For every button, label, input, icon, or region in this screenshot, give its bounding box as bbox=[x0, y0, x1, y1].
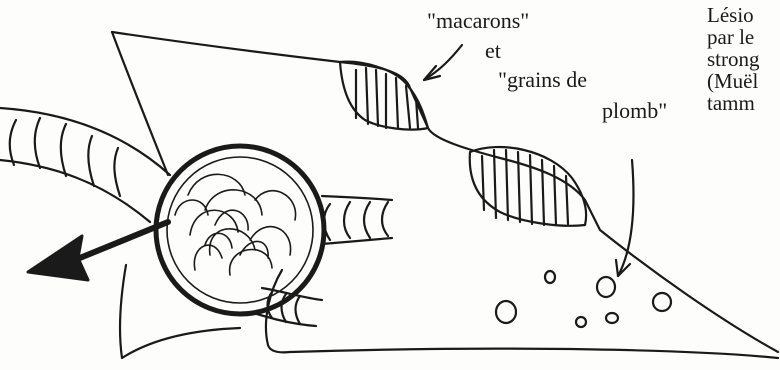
side-text-line-2: par le bbox=[707, 26, 754, 48]
side-text-line-4: (Muël bbox=[707, 70, 758, 92]
round-lesion bbox=[156, 146, 324, 314]
tissue-bottom-outline bbox=[266, 270, 778, 358]
tissue-left-edge bbox=[112, 32, 168, 175]
macarons-label: "macarons" bbox=[427, 10, 529, 32]
grains-de-label: "grains de bbox=[498, 69, 587, 91]
exit-arrow bbox=[28, 222, 168, 280]
macaron-lesion-lower bbox=[470, 147, 586, 226]
vessel-upper-left bbox=[0, 108, 170, 222]
grains-pointer-arrow bbox=[616, 160, 633, 276]
tissue-outline bbox=[112, 32, 778, 352]
macarons-pointer-arrow bbox=[424, 45, 462, 80]
macaron-lesion-upper bbox=[340, 62, 428, 130]
lead-grains bbox=[496, 271, 671, 327]
vessel-lower bbox=[250, 288, 322, 326]
et-label: et bbox=[485, 40, 501, 62]
vessel-right bbox=[322, 196, 392, 244]
plomb-label: plomb" bbox=[602, 100, 667, 122]
side-text-line-1: Lésio bbox=[707, 4, 754, 26]
side-text-line-5: tamm bbox=[707, 92, 755, 114]
side-text-line-3: strong bbox=[707, 48, 760, 70]
